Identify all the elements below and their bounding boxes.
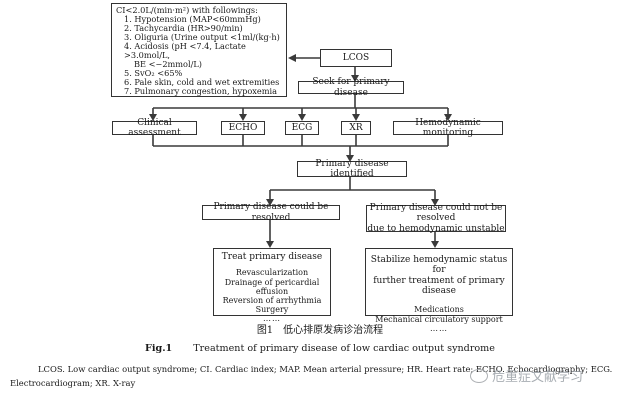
criteria-item: 3. Oliguria (Urine output <1ml/(kg·h) — [124, 32, 280, 43]
ecg-box: ECG — [285, 121, 319, 135]
criteria-item: 7. Pulmonary congestion, hypoxemia — [124, 86, 277, 97]
resolved-box: Primary disease could be resolved — [202, 202, 340, 223]
criteria-item: 6. Pale skin, cold and wet extremities — [124, 77, 280, 88]
criteria-item: 1. Hypotension (MAP<60mmHg) — [124, 14, 261, 25]
identified-label: Primary disease identified — [315, 158, 389, 179]
figure-label: Fig.1 — [145, 343, 173, 354]
criteria-list: 1. Hypotension (MAP<60mmHg) 2. Tachycard… — [116, 14, 282, 97]
wechat-icon — [470, 368, 488, 383]
seek-box: Seek for primary disease — [298, 77, 404, 98]
abbreviation-note-line1: LCOS. Low cardiac output syndrome; CI. C… — [38, 364, 613, 374]
assessment-label: XR — [349, 122, 363, 133]
criteria-item: 2. Tachycardia (HR>90/min) — [124, 23, 243, 34]
treat-item: Reversion of arrhythmia — [222, 295, 322, 305]
not-resolved-box: Primary disease could not be resolved du… — [366, 202, 506, 234]
criteria-item: 5. SvO₂ <65% — [124, 68, 183, 79]
abbreviation-note: LCOS. Low cardiac output syndrome; CI. C… — [10, 362, 620, 391]
assessment-label: Clinical assessment — [128, 117, 181, 138]
figure-title: Treatment of primary disease of low card… — [193, 343, 495, 354]
assessment-label: ECG — [291, 122, 313, 133]
stabilize-item: Medications — [414, 305, 464, 315]
stabilize-list: Medications Mechanical circulatory suppo… — [375, 305, 503, 333]
criteria-item: BE <−2mmol/L) — [134, 59, 202, 70]
seek-label: Seek for primary disease — [312, 77, 390, 98]
clinical-assessment-box: Clinical assessment — [112, 118, 197, 138]
treat-item: Surgery — [255, 305, 289, 315]
not-resolved-label-line1: Primary disease could not be resolved — [369, 202, 503, 224]
stabilize-title-line2: further treatment of primary disease — [373, 275, 505, 297]
identified-box: Primary disease identified — [297, 158, 407, 179]
stabilize-box: Stabilize hemodynamic status for further… — [365, 248, 513, 333]
figure-caption-english: Fig.1 Treatment of primary disease of lo… — [0, 343, 640, 354]
lcos-box: LCOS — [320, 49, 392, 67]
figure-caption-chinese: 图1 低心排原发病诊治流程 — [256, 325, 384, 336]
treat-item: Drainage of pericardial effusion — [224, 277, 320, 296]
watermark-text: 危重症文献学习 — [492, 370, 584, 385]
xr-box: XR — [341, 121, 371, 135]
resolved-label: Primary disease could be resolved — [213, 202, 329, 223]
criteria-item: 4. Acidosis (pH <7.4, Lactate >3.0mol/L, — [124, 41, 246, 61]
arrowhead-seek — [351, 75, 359, 82]
abbreviation-note-line2: Electrocardiogram; XR. X-ray — [10, 378, 136, 389]
assessment-label: ECHO — [228, 122, 258, 133]
criteria-box: CI<2.0L/(min·m²) with followings: 1. Hyp… — [111, 3, 287, 97]
treat-title: Treat primary disease — [221, 252, 323, 262]
stabilize-title-line1: Stabilize hemodynamic status for — [370, 255, 508, 276]
watermark: 危重症文献学习 — [470, 366, 583, 385]
lcos-label: LCOS — [342, 52, 370, 63]
treat-list: Revascularization Drainage of pericardia… — [214, 268, 330, 323]
treat-box: Treat primary disease Revascularization … — [213, 248, 331, 323]
criteria-header: CI<2.0L/(min·m²) with followings: — [116, 5, 258, 15]
stabilize-item: Mechanical circulatory support — [375, 314, 503, 324]
assessment-label: Hemodynamic monitoring — [415, 117, 481, 138]
treat-ellipsis: …… — [263, 314, 281, 324]
stabilize-ellipsis: …… — [430, 323, 448, 333]
arrowhead-criteria — [288, 54, 296, 62]
hemodynamic-monitoring-box: Hemodynamic monitoring — [393, 118, 503, 138]
treat-item: Revascularization — [235, 268, 309, 278]
not-resolved-label-line2: due to hemodynamic unstable — [367, 223, 505, 234]
echo-box: ECHO — [221, 121, 265, 135]
